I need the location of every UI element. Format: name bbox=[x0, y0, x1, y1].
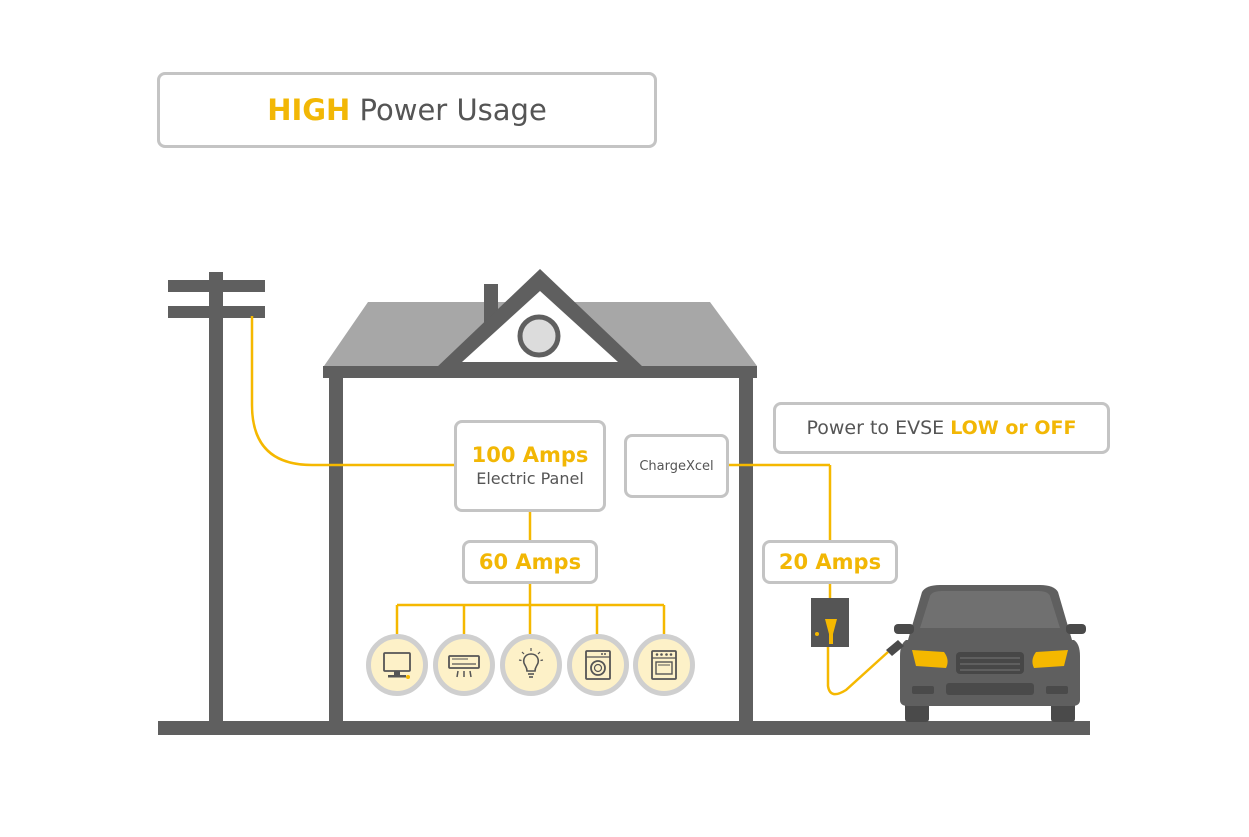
appliance-tv bbox=[366, 634, 428, 696]
utility-pole bbox=[168, 272, 265, 722]
house-load-box: 60 Amps bbox=[462, 540, 598, 584]
title-rest: Power Usage bbox=[350, 93, 547, 127]
house-load-label: 60 Amps bbox=[478, 550, 582, 574]
electric-panel-box: 100 Amps Electric Panel bbox=[454, 420, 606, 512]
oven-icon bbox=[651, 650, 677, 680]
attic-window bbox=[517, 314, 561, 358]
evse-status-prefix: Power to EVSE bbox=[806, 417, 951, 439]
air-conditioner-icon bbox=[448, 655, 480, 678]
title-text: HIGH Power Usage bbox=[267, 93, 547, 127]
evse-status-highlight: LOW or OFF bbox=[950, 417, 1077, 439]
title-box: HIGH Power Usage bbox=[157, 72, 657, 148]
appliance-washing-machine bbox=[567, 634, 629, 696]
light-bulb-icon bbox=[518, 648, 544, 678]
panel-label: Electric Panel bbox=[476, 469, 584, 488]
house bbox=[323, 269, 757, 722]
car bbox=[894, 585, 1086, 722]
tv-icon bbox=[383, 652, 411, 679]
evse-status-box: Power to EVSE LOW or OFF bbox=[773, 402, 1110, 454]
chargexcel-box: ChargeXcel bbox=[624, 434, 729, 498]
evse-status-text: Power to EVSE LOW or OFF bbox=[806, 417, 1076, 439]
charging-plug bbox=[886, 640, 904, 656]
appliance-oven bbox=[633, 634, 695, 696]
ground-line bbox=[158, 721, 1090, 735]
appliance-air-conditioner bbox=[433, 634, 495, 696]
chargexcel-label: ChargeXcel bbox=[639, 458, 714, 474]
panel-amps: 100 Amps bbox=[471, 443, 589, 467]
title-highlight: HIGH bbox=[267, 93, 351, 127]
washing-machine-icon bbox=[585, 650, 611, 680]
appliance-light-bulb bbox=[500, 634, 562, 696]
evse-load-label: 20 Amps bbox=[778, 550, 882, 574]
evse-charger bbox=[811, 598, 849, 647]
evse-load-box: 20 Amps bbox=[762, 540, 898, 584]
wiring bbox=[250, 316, 889, 696]
